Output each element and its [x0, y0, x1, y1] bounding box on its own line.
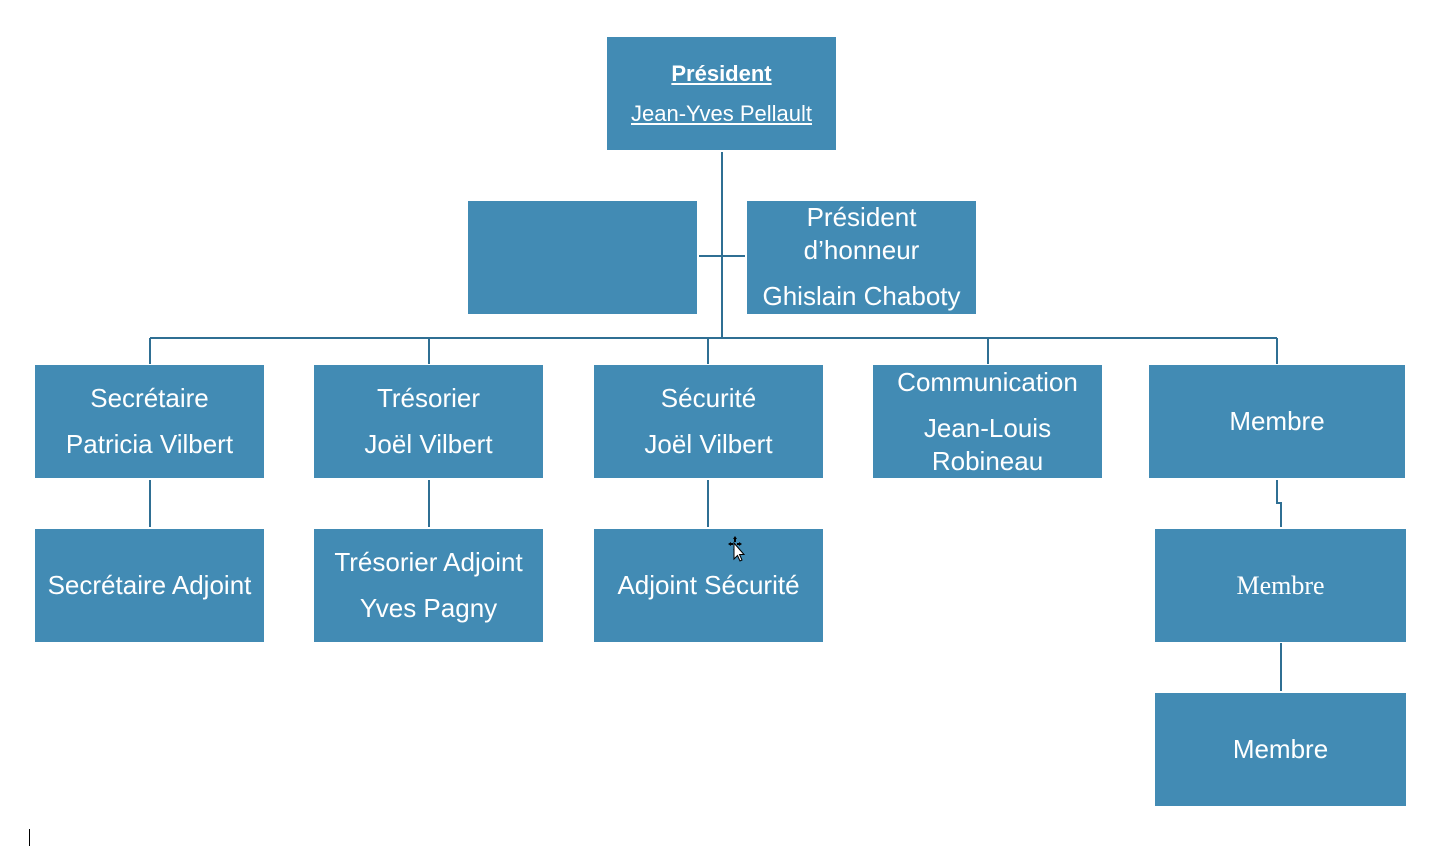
membre-3-title: Membre — [1232, 734, 1329, 764]
membre-box-3[interactable]: Membre — [1155, 693, 1406, 806]
membre-1-title: Membre — [1229, 406, 1325, 436]
adjoint-securite-box[interactable]: Adjoint Sécurité — [594, 529, 823, 642]
honorary-president-box[interactable]: Président d’honneur Ghislain Chaboty — [747, 201, 976, 314]
communication-name-line2: Robineau — [931, 445, 1044, 476]
membre-box-2[interactable]: Membre — [1155, 529, 1406, 642]
secretaire-name: Patricia Vilbert — [65, 429, 234, 459]
secretaire-adjoint-title: Secrétaire Adjoint — [47, 570, 252, 600]
tresorier-box[interactable]: Trésorier Joël Vilbert — [314, 365, 543, 478]
securite-box[interactable]: Sécurité Joël Vilbert — [594, 365, 823, 478]
membre-2-title: Membre — [1236, 571, 1325, 600]
president-title: Président — [671, 60, 772, 86]
communication-title: Communication — [897, 366, 1078, 397]
honorary-president-name: Ghislain Chaboty — [762, 280, 961, 311]
securite-title: Sécurité — [660, 383, 757, 413]
move-cursor-icon — [728, 536, 746, 562]
communication-box[interactable]: Communication Jean-Louis Robineau — [873, 365, 1102, 478]
president-box[interactable]: Président Jean-Yves Pellault — [607, 37, 836, 150]
secretaire-title: Secrétaire — [90, 383, 209, 413]
honorary-president-title-line1: Président — [806, 201, 917, 232]
president-name: Jean-Yves Pellault — [631, 100, 812, 126]
membre-box-1[interactable]: Membre — [1149, 365, 1405, 478]
tresorier-adjoint-box[interactable]: Trésorier Adjoint Yves Pagny — [314, 529, 543, 642]
secretaire-box[interactable]: Secrétaire Patricia Vilbert — [35, 365, 264, 478]
secretaire-adjoint-box[interactable]: Secrétaire Adjoint — [35, 529, 264, 642]
tresorier-adjoint-title: Trésorier Adjoint — [334, 547, 523, 577]
adjoint-securite-title: Adjoint Sécurité — [617, 570, 800, 600]
text-caret — [29, 829, 30, 846]
assistant-blank-box[interactable] — [468, 201, 697, 314]
tresorier-adjoint-name: Yves Pagny — [359, 593, 498, 623]
communication-name-line1: Jean-Louis — [923, 412, 1052, 443]
tresorier-name: Joël Vilbert — [364, 429, 493, 459]
connector-membre-1-2 — [1276, 480, 1282, 527]
tresorier-title: Trésorier — [376, 383, 481, 413]
honorary-president-title-line2: d’honneur — [803, 234, 920, 265]
securite-name: Joël Vilbert — [644, 429, 773, 459]
